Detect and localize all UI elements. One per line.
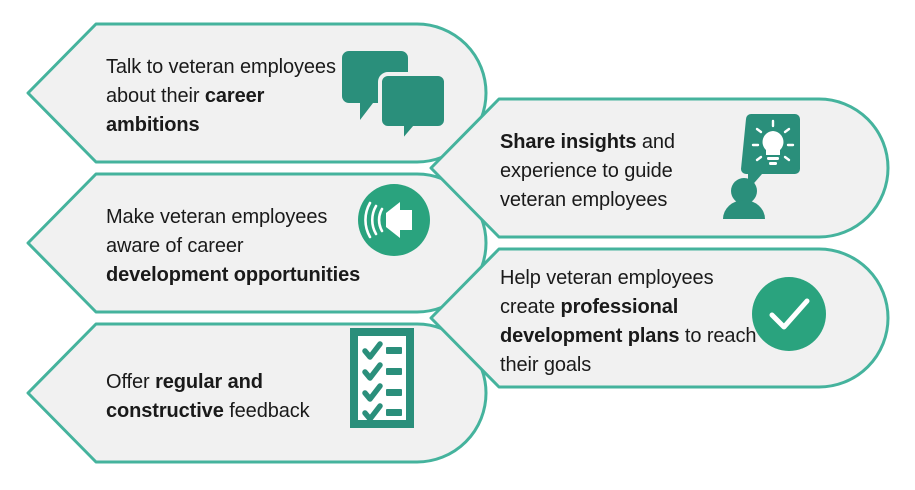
person-lightbulb-icon <box>720 109 806 224</box>
banner-text-offer-feedback: Offer regular and constructive feedback <box>106 371 310 422</box>
checkmark-circle-icon <box>750 275 828 358</box>
banner-aware-development-opportunities: Make veteran employees aware of career d… <box>8 172 488 314</box>
banner-professional-development-plans: Help veteran employees create profession… <box>428 247 898 389</box>
checklist-icon <box>348 328 416 433</box>
banner-offer-feedback: Offer regular and constructive feedback <box>8 322 488 464</box>
banner-talk-career-ambitions: Talk to veteran employees about their ca… <box>8 22 488 164</box>
banner-text-talk-career-ambitions: Talk to veteran employees about their ca… <box>106 56 342 136</box>
speech-bubbles-icon <box>338 50 448 148</box>
speaker-announcement-icon <box>356 182 432 263</box>
banner-share-insights: Share insights and experience to guide v… <box>428 97 898 239</box>
banner-text-professional-development-plans: Help veteran employees create profession… <box>500 267 762 376</box>
banner-text-share-insights: Share insights and experience to guide v… <box>500 131 681 211</box>
banner-text-aware-development-opportunities: Make veteran employees aware of career d… <box>106 206 361 286</box>
